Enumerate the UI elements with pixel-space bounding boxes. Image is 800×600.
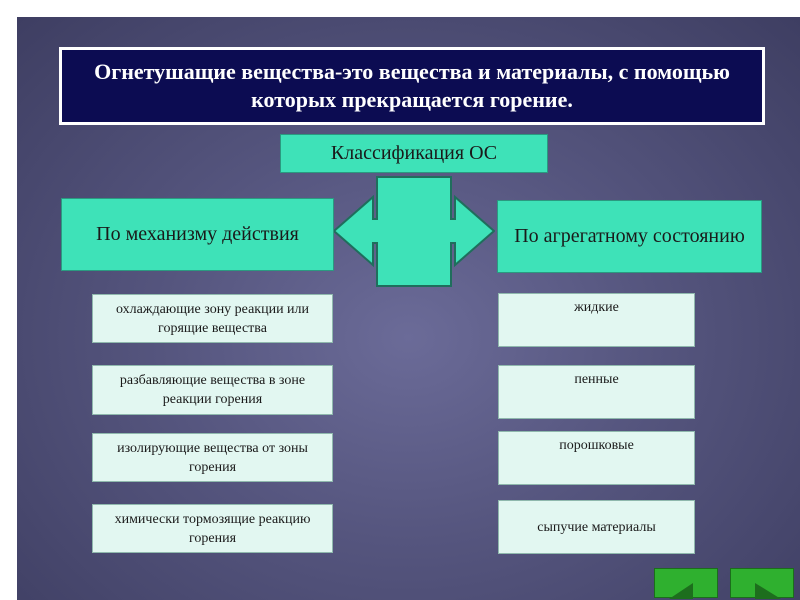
- right-item-label: сыпучие материалы: [537, 519, 656, 535]
- left-item: химически тормозящие реакцию горения: [92, 504, 333, 553]
- right-item: жидкие: [498, 293, 695, 347]
- right-item-label: пенные: [574, 372, 619, 387]
- slide-title: Огнетушащие вещества-это вещества и мате…: [59, 47, 765, 125]
- right-item: сыпучие материалы: [498, 500, 695, 554]
- right-item-label: порошковые: [559, 438, 634, 453]
- right-header-box: По агрегатному состоянию: [497, 200, 762, 273]
- right-item: порошковые: [498, 431, 695, 485]
- right-item: пенные: [498, 365, 695, 419]
- left-header-box: По механизму действия: [61, 198, 334, 271]
- left-item: разбавляющие вещества в зоне реакции гор…: [92, 365, 333, 415]
- left-item-label: охлаждающие зону реакции или горящие вещ…: [115, 301, 310, 336]
- left-item-label: изолирующие вещества от зоны горения: [117, 440, 308, 475]
- classification-label: Классификация ОС: [330, 142, 498, 164]
- arrow-right-icon: [755, 583, 781, 599]
- left-item: охлаждающие зону реакции или горящие вещ…: [92, 294, 333, 343]
- left-header-label: По механизму действия: [96, 223, 299, 245]
- left-item: изолирующие вещества от зоны горения: [92, 433, 333, 482]
- slide-title-text: Огнетушащие вещества-это вещества и мате…: [94, 59, 730, 112]
- prev-slide-button[interactable]: [654, 568, 718, 599]
- right-header-label: По агрегатному состоянию: [514, 225, 745, 247]
- classification-box: Классификация ОС: [280, 134, 548, 173]
- slide-background: Огнетушащие вещества-это вещества и мате…: [17, 17, 800, 600]
- left-item-label: разбавляющие вещества в зоне реакции гор…: [119, 373, 306, 407]
- left-item-label: химически тормозящие реакцию горения: [114, 511, 311, 546]
- next-slide-button[interactable]: [730, 568, 794, 599]
- right-item-label: жидкие: [574, 300, 619, 315]
- double-arrow-icon: [333, 176, 495, 287]
- arrow-left-icon: [669, 583, 693, 599]
